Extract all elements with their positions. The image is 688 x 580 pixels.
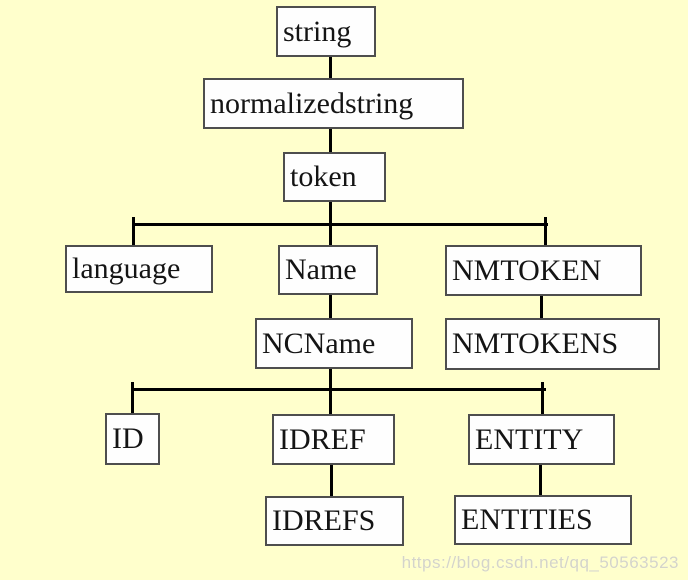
connector-line <box>544 217 547 246</box>
connector-line <box>540 295 543 319</box>
diagram-node-language: language <box>65 245 213 293</box>
diagram-node-ID: ID <box>105 413 160 465</box>
csdn-watermark: https://blog.csdn.net/qq_50563523 <box>401 553 679 572</box>
diagram-node-IDREFS: IDREFS <box>265 496 404 546</box>
diagram-node-string: string <box>276 6 376 57</box>
connector-line <box>539 464 542 496</box>
connector-line <box>133 223 548 226</box>
diagram-node-token: token <box>283 152 386 202</box>
connector-line <box>131 388 546 391</box>
diagram-node-NMTOKENS: NMTOKENS <box>445 318 660 370</box>
diagram-node-Name: Name <box>278 245 378 295</box>
connector-line <box>329 368 332 415</box>
connector-line <box>330 464 333 497</box>
diagram-node-IDREF: IDREF <box>272 414 395 465</box>
connector-line <box>132 217 135 246</box>
diagram-node-ENTITY: ENTITY <box>468 414 615 465</box>
connector-line <box>329 128 332 153</box>
connector-line <box>329 57 332 79</box>
diagram-node-normalizedstring: normalizedstring <box>203 78 464 129</box>
connector-line <box>131 382 134 414</box>
diagram-node-ENTITIES: ENTITIES <box>454 495 632 545</box>
connector-line <box>541 382 544 415</box>
diagram-node-NMTOKEN: NMTOKEN <box>445 245 642 296</box>
diagram-node-NCName: NCName <box>255 318 413 369</box>
connector-line <box>329 294 332 319</box>
